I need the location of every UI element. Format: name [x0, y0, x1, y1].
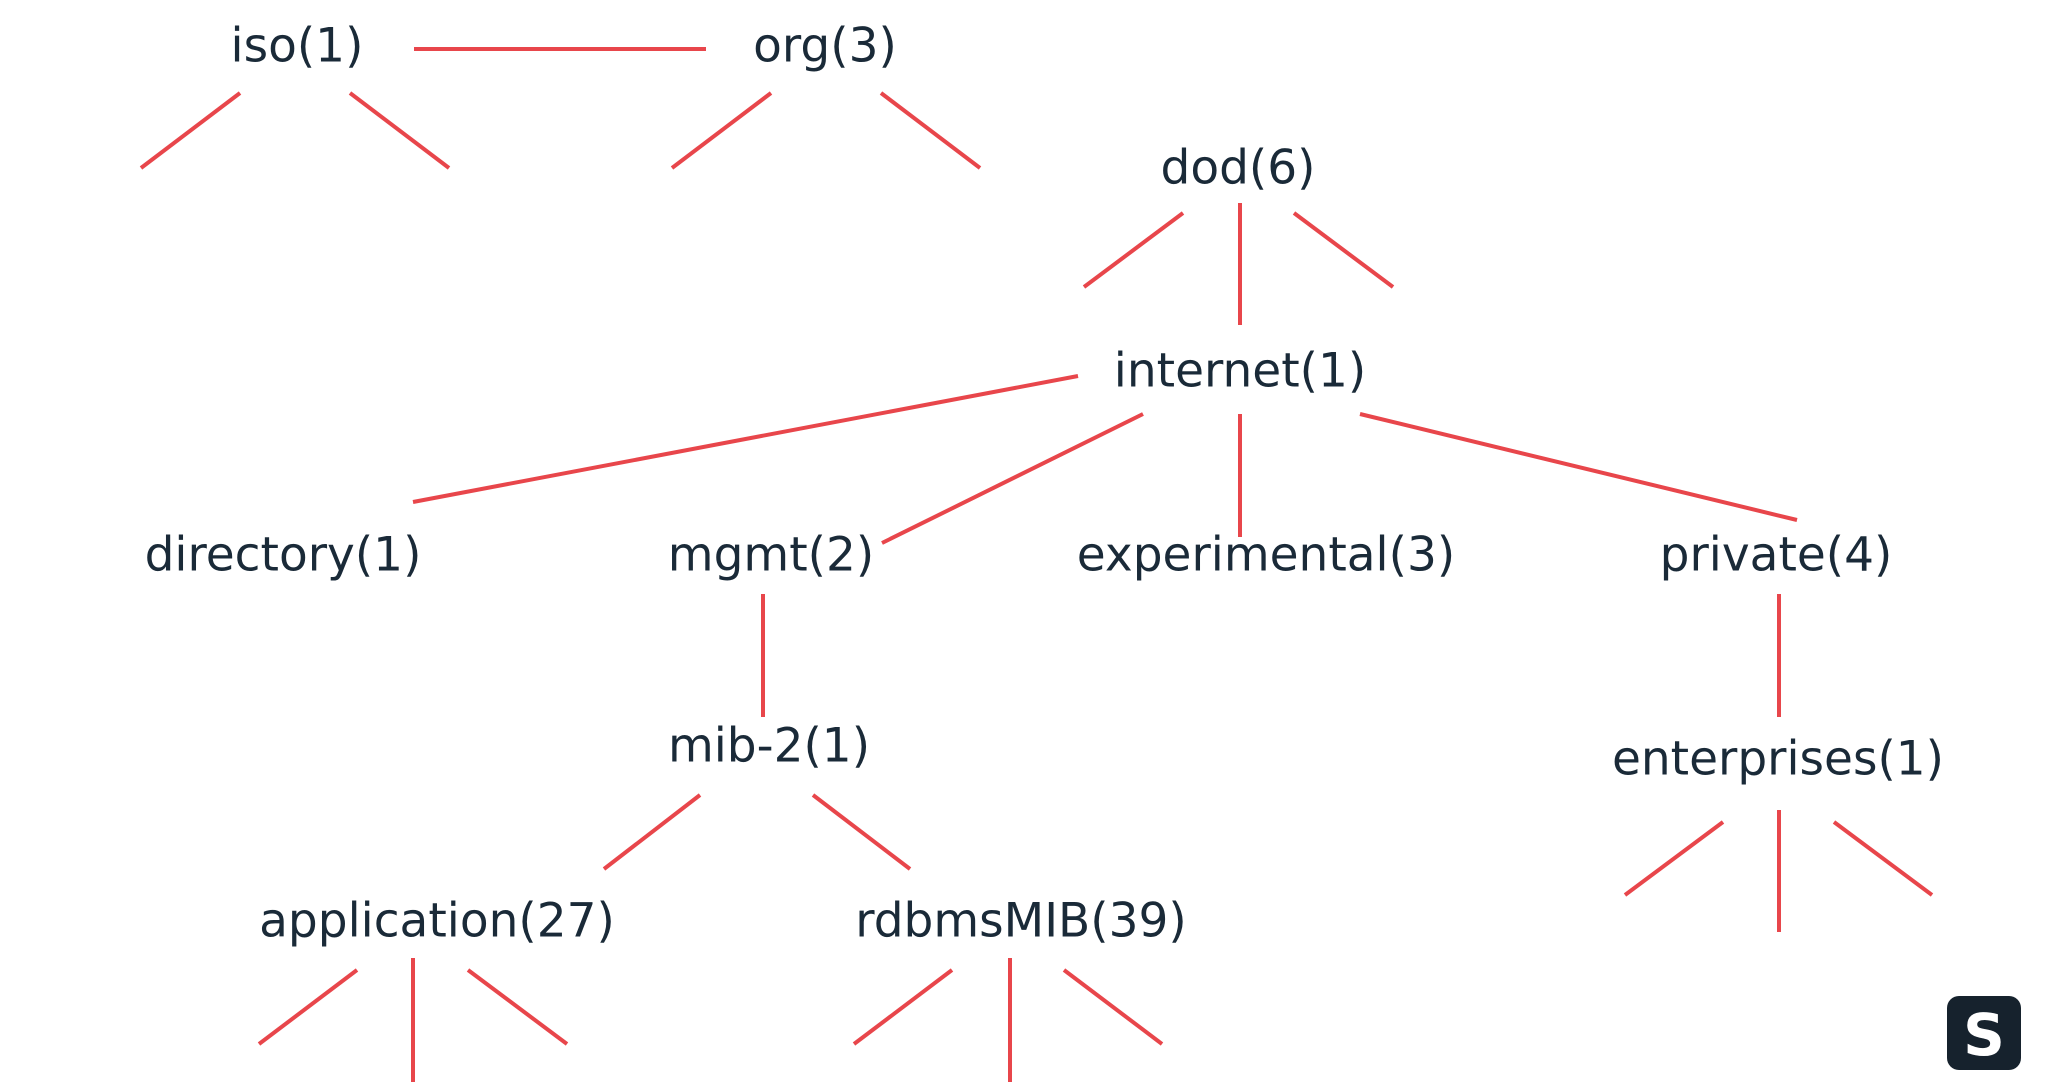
edge-internet-directory — [412, 374, 1079, 504]
node-private: private(4) — [1660, 528, 1893, 583]
edge-mib2-rdbmsmib — [811, 793, 912, 871]
node-mib2: mib-2(1) — [668, 719, 870, 774]
edge-rdbmsmib-stub-left — [852, 968, 954, 1046]
node-dod: dod(6) — [1161, 141, 1316, 196]
edge-org-stub-right — [879, 91, 982, 170]
edge-rdbmsmib-stub-right — [1062, 968, 1164, 1046]
edge-application-stub-right — [466, 968, 569, 1046]
edge-iso-stub-right — [348, 91, 451, 170]
edge-enterprises-stub-left — [1623, 820, 1725, 897]
edge-dod-stub-left — [1082, 211, 1185, 289]
brand-logo-letter: S — [1963, 1001, 2005, 1069]
tree-nodes: iso(1) org(3) dod(6) internet(1) directo… — [145, 19, 1944, 949]
brand-logo: S — [1947, 996, 2021, 1070]
node-internet: internet(1) — [1114, 344, 1366, 399]
edge-dod-stub-right — [1292, 211, 1395, 289]
node-experimental: experimental(3) — [1077, 528, 1455, 583]
edge-enterprises-stub-right — [1832, 820, 1934, 897]
edge-iso-stub-left — [139, 91, 242, 170]
node-org: org(3) — [753, 19, 897, 74]
edge-mib2-application — [602, 793, 702, 871]
tree-edges — [139, 47, 1934, 1082]
edge-internet-mgmt — [881, 412, 1144, 545]
edge-application-stub-left — [257, 968, 359, 1046]
node-mgmt: mgmt(2) — [668, 528, 874, 583]
brand-logo-box — [1947, 996, 2021, 1070]
edge-org-stub-left — [670, 91, 773, 170]
node-enterprises: enterprises(1) — [1612, 732, 1944, 787]
node-iso: iso(1) — [231, 19, 364, 74]
node-directory: directory(1) — [145, 528, 422, 583]
edge-internet-private — [1359, 412, 1798, 522]
node-rdbmsmib: rdbmsMIB(39) — [855, 894, 1187, 949]
node-application: application(27) — [259, 894, 615, 949]
